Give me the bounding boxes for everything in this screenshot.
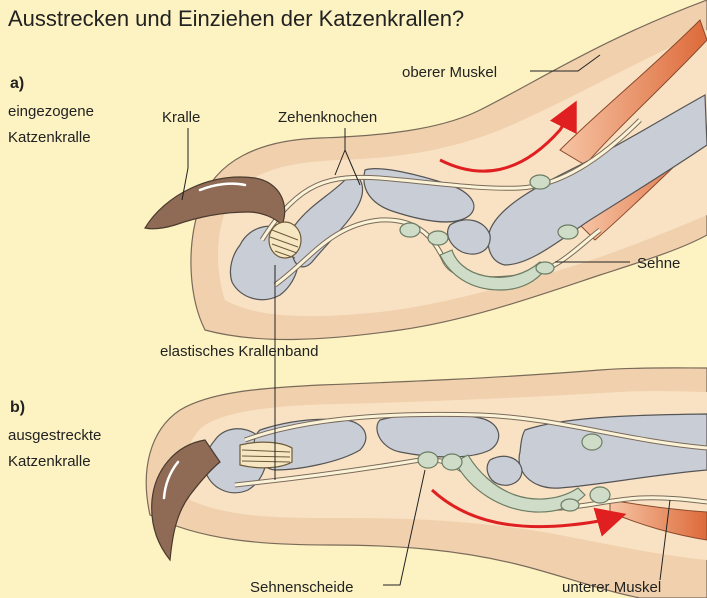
panel-b-caption-2: Katzenkralle [8, 453, 91, 470]
tendon-sheath-ring-b4 [590, 487, 610, 503]
tendon-sheath-ring-b5 [561, 499, 579, 511]
label-sehne: Sehne [637, 255, 680, 272]
panel-b-letter: b) [10, 399, 25, 416]
tendon-sheath-ring-b1 [418, 452, 438, 468]
tendon-sheath-ring-b3 [582, 434, 602, 450]
label-kralle: Kralle [162, 109, 200, 126]
tendon-sheath-ring-b2 [442, 454, 462, 470]
proximal-bone-b [377, 414, 499, 457]
label-oberer-muskel: oberer Muskel [402, 64, 497, 81]
label-sehnenscheide: Sehnenscheide [250, 579, 353, 596]
tendon-sheath-ring-a3 [530, 175, 550, 189]
tendon-sheath-ring-a5 [536, 262, 554, 274]
panel-a-caption-1: eingezogene [8, 103, 94, 120]
label-zehenknochen: Zehenknochen [278, 109, 377, 126]
label-unterer-muskel: unterer Muskel [562, 579, 661, 596]
elastic-ligament-a [269, 222, 301, 258]
small-bone-b [487, 456, 522, 485]
panel-a-letter: a) [10, 75, 24, 92]
panel-a-caption-2: Katzenkralle [8, 129, 91, 146]
label-krallenband: elastisches Krallenband [160, 343, 318, 360]
panel-a-drawing [145, 0, 707, 339]
tendon-sheath-ring-a2 [428, 231, 448, 245]
elastic-ligament-b [240, 442, 292, 468]
tendon-sheath-ring-a1 [400, 223, 420, 237]
panel-b-caption-1: ausgestreckte [8, 427, 101, 444]
tendon-sheath-ring-a4 [558, 225, 578, 239]
panel-b-drawing [146, 368, 707, 598]
